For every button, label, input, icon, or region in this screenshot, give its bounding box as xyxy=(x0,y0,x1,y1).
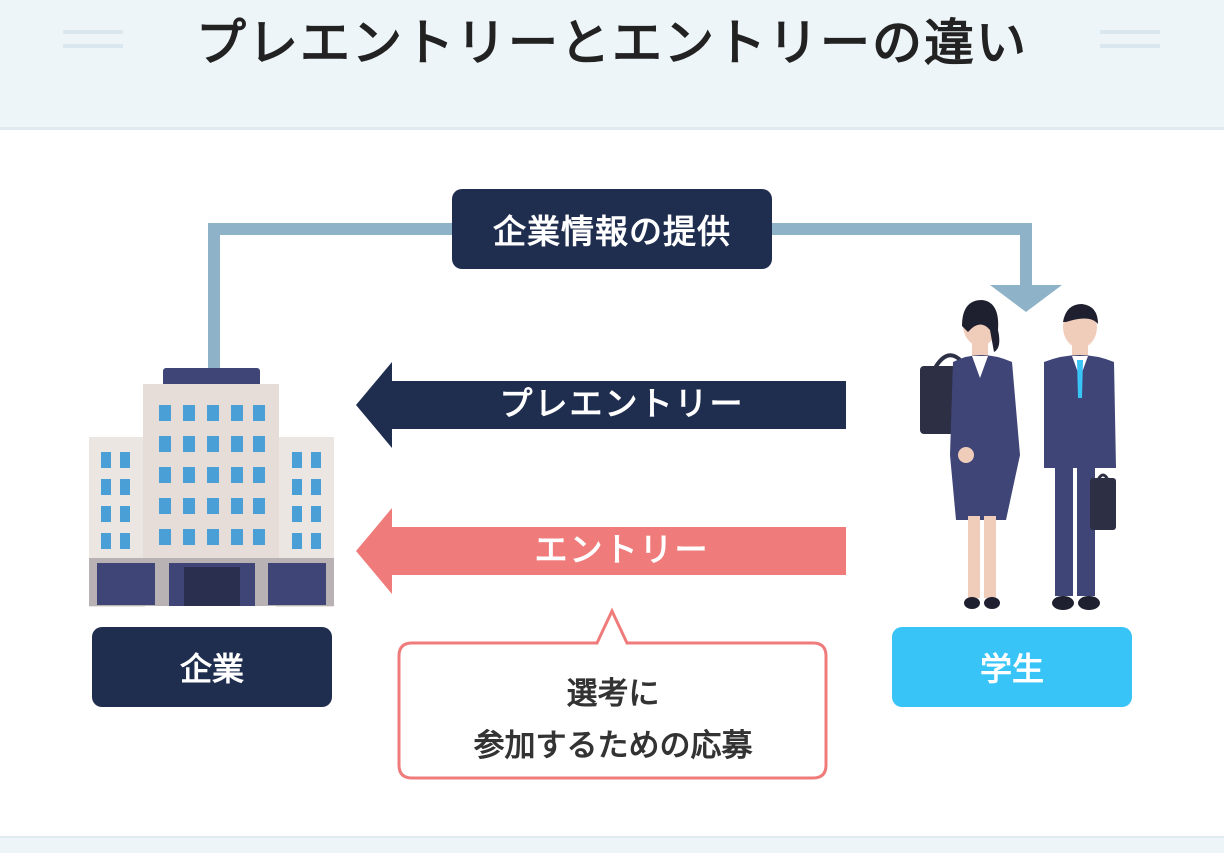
title-decoration-left xyxy=(63,30,123,48)
entry-arrow xyxy=(356,508,846,594)
explanation-bubble xyxy=(397,607,828,780)
entry-label: エントリー xyxy=(534,530,710,569)
info-flow-arrowhead xyxy=(990,285,1062,312)
title-decoration-right xyxy=(1100,30,1160,48)
students-icon xyxy=(920,300,1116,610)
bubble-line-1: 選考に xyxy=(566,676,660,712)
pre-entry-label: プレエントリー xyxy=(499,384,745,423)
company-building-icon xyxy=(89,368,334,607)
bubble-text: 選考に 参加するための応募 xyxy=(400,668,826,772)
pre-entry-arrow xyxy=(356,362,846,448)
page-title: プレエントリーとエントリーの違い xyxy=(196,14,1028,72)
bubble-line-2: 参加するための応募 xyxy=(473,728,753,764)
company-label: 企業 xyxy=(92,627,332,707)
title-banner: プレエントリーとエントリーの違い xyxy=(0,0,1224,130)
footer-band xyxy=(0,836,1224,853)
company-info-label: 企業情報の提供 xyxy=(452,189,772,269)
student-label: 学生 xyxy=(892,627,1132,707)
